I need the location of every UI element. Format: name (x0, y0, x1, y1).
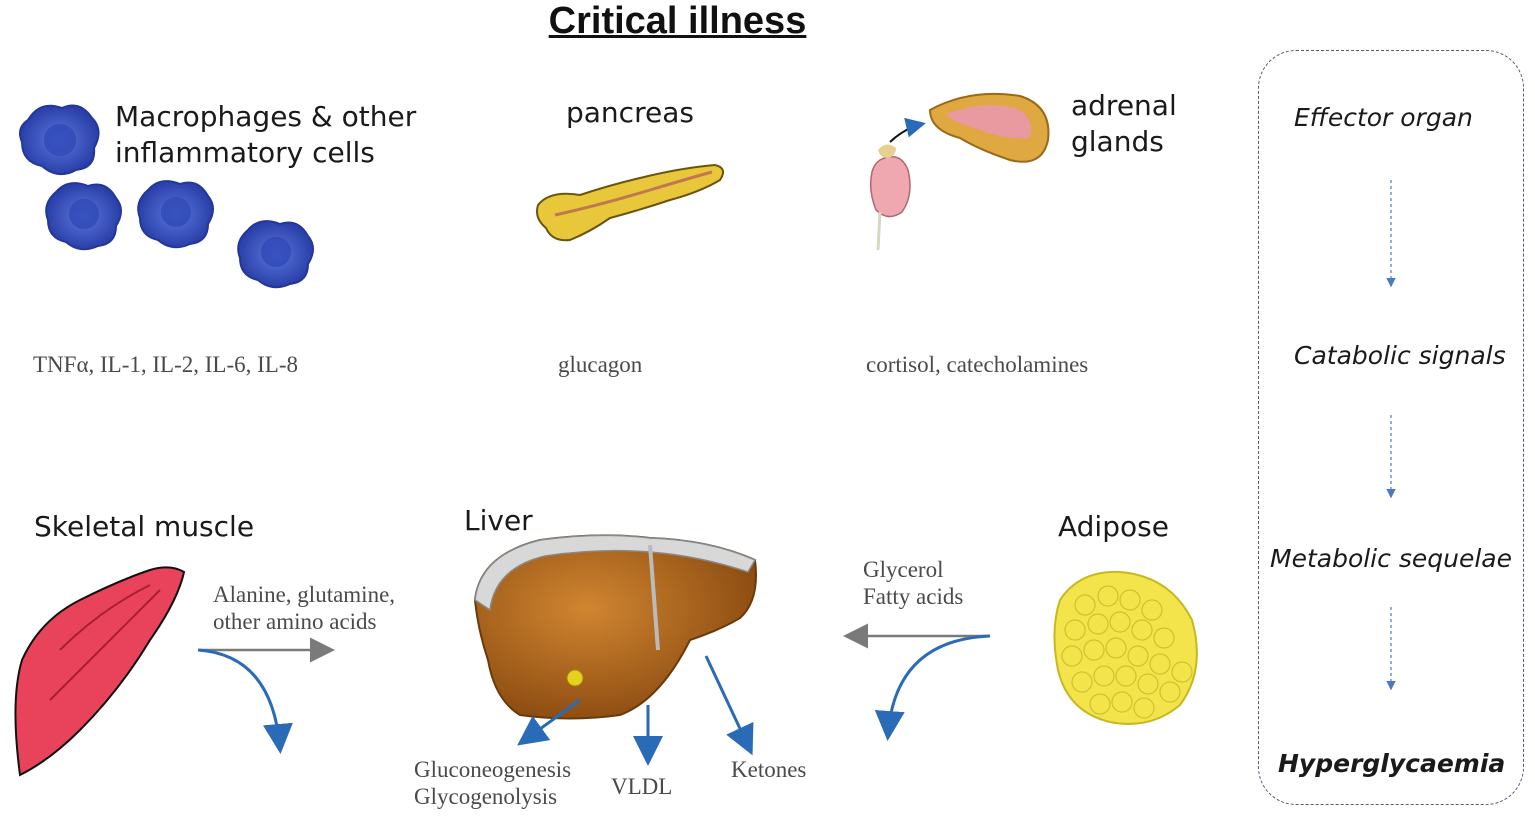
macrophages-label-line1: Macrophages & other (115, 100, 417, 133)
liver-label: Liver (464, 504, 533, 537)
vldl-label: VLDL (611, 774, 673, 799)
legend-catabolic-signals: Catabolic signals (1294, 341, 1506, 370)
macrophage-icon (137, 180, 214, 249)
adipose-output-line2: Fatty acids (863, 584, 964, 609)
liver-to-ketones-arrow (704, 655, 754, 756)
adrenal-label-line2: glands (1071, 125, 1164, 158)
skeletal-muscle-label: Skeletal muscle (34, 510, 255, 543)
muscle-efflux-arrow (197, 648, 293, 754)
macrophage-icon (45, 182, 122, 251)
legend-effector-organ: Effector organ (1294, 103, 1473, 132)
ketones-label: Ketones (731, 757, 807, 782)
adrenal-gland-icon (928, 92, 1050, 163)
adrenal-zoom-arrow (889, 117, 926, 143)
macrophages-label-line2: inflammatory cells (115, 136, 375, 169)
legend-metabolic-sequelae: Metabolic sequelae (1270, 544, 1512, 573)
adipose-icon (1053, 570, 1198, 725)
legend-box (1258, 50, 1524, 805)
macrophage-icon (19, 104, 100, 176)
gluconeogenesis-label: Gluconeogenesis (414, 757, 572, 782)
adipose-output-line1: Glycerol (863, 557, 944, 582)
adrenal-label-line1: adrenal (1071, 89, 1177, 122)
liver-to-gluconeogenesis-arrow (517, 698, 581, 746)
glucagon-label: glucagon (558, 352, 643, 377)
muscle-output-line2: other amino acids (213, 609, 377, 634)
macrophage-icon (237, 220, 314, 289)
muscle-output-line1: Alanine, glutamine, (213, 582, 396, 607)
skeletal-muscle-icon (14, 566, 186, 777)
adipose-efflux-arrow (874, 634, 991, 741)
pancreas-icon (536, 163, 725, 242)
pancreas-label: pancreas (566, 96, 694, 129)
kidney-icon (869, 144, 911, 251)
liver-icon (473, 534, 757, 720)
cytokines-label: TNFα, IL-1, IL-2, IL-6, IL-8 (33, 352, 298, 377)
legend-hyperglycaemia: Hyperglycaemia (1278, 749, 1506, 778)
page-title: Critical illness (548, 0, 807, 42)
adrenal-signal-label: cortisol, catecholamines (866, 352, 1089, 377)
glycogenolysis-label: Glycogenolysis (414, 784, 558, 809)
adipose-label: Adipose (1058, 510, 1169, 543)
